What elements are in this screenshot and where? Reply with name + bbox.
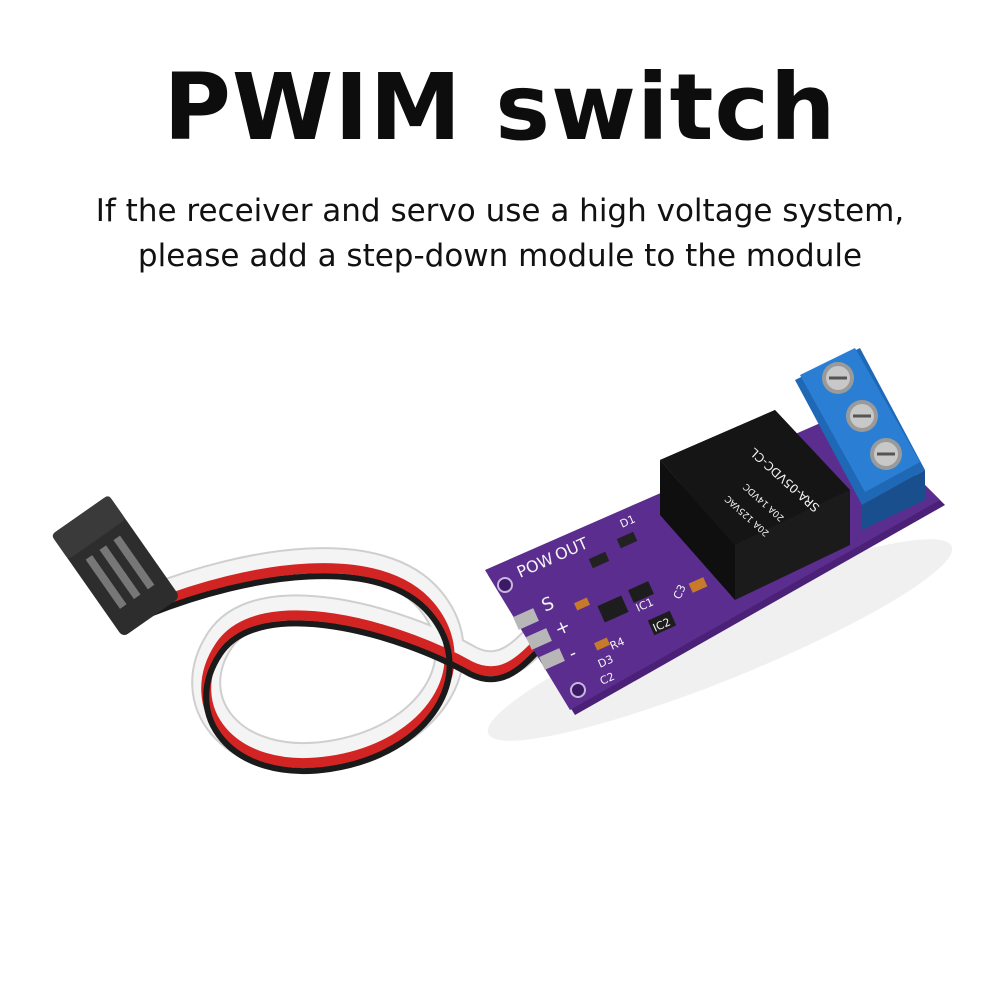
silk-c2: C2 [598, 670, 617, 688]
screw-icon [822, 362, 854, 394]
relay: SRA-05VDC-CL 20A 14VDC 20A 125VAC [660, 410, 850, 600]
silk-d3: D3 [596, 653, 615, 671]
subtitle-line-2: please add a step-down module to the mod… [137, 238, 863, 274]
silk-r4: R4 [608, 635, 627, 653]
page-title: PWIM switch [163, 54, 837, 161]
screw-icon [846, 400, 878, 432]
silk-c3: C3 [671, 583, 689, 602]
dupont-connector [52, 496, 178, 635]
silk-d1: D1 [618, 513, 637, 531]
screw-terminal [795, 348, 925, 530]
subtitle-line-1: If the receiver and servo use a high vol… [95, 193, 905, 229]
servo-cable [135, 547, 550, 774]
screw-icon [870, 438, 902, 470]
